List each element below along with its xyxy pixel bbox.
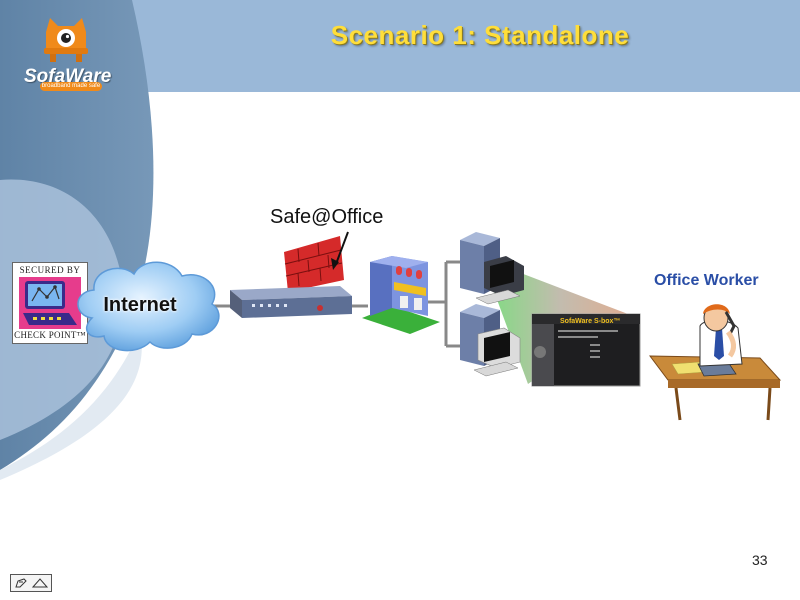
safe-at-office-appliance-icon bbox=[230, 286, 352, 318]
sofaware-logo-icon bbox=[44, 18, 88, 62]
badge-bottom-text: CHECK POINT™ bbox=[14, 330, 86, 340]
label-arrow bbox=[331, 231, 349, 270]
computer-icon bbox=[460, 304, 521, 377]
office-worker-icon bbox=[648, 304, 782, 421]
menu-up-arrow-icon[interactable] bbox=[31, 577, 49, 589]
screen-brand-label: SofaWare S-box™ bbox=[560, 318, 621, 325]
logo-tagline: broadband made safe bbox=[40, 82, 102, 91]
slide-title: Scenario 1: Standalone bbox=[330, 20, 630, 50]
connection-lines bbox=[86, 260, 466, 348]
internet-label: Internet bbox=[103, 294, 177, 316]
safe-at-office-label: Safe@Office bbox=[270, 206, 384, 228]
slide-nav-control[interactable] bbox=[10, 574, 52, 592]
office-worker-label: Office Worker bbox=[654, 272, 759, 289]
internet-cloud-icon bbox=[77, 261, 220, 352]
office-building-icon bbox=[362, 256, 440, 334]
logo-text: SofaWare bbox=[24, 66, 112, 87]
admin-screen-icon bbox=[531, 313, 641, 387]
computer-icon bbox=[460, 232, 524, 305]
page-number: 33 bbox=[752, 552, 768, 568]
check-point-monitor-icon bbox=[19, 277, 81, 329]
firewall-wall-icon bbox=[284, 236, 344, 292]
badge-top-text: SECURED BY bbox=[19, 265, 81, 275]
pen-icon[interactable] bbox=[14, 577, 28, 589]
check-point-badge: SECURED BY CHECK POINT™ bbox=[12, 262, 88, 344]
